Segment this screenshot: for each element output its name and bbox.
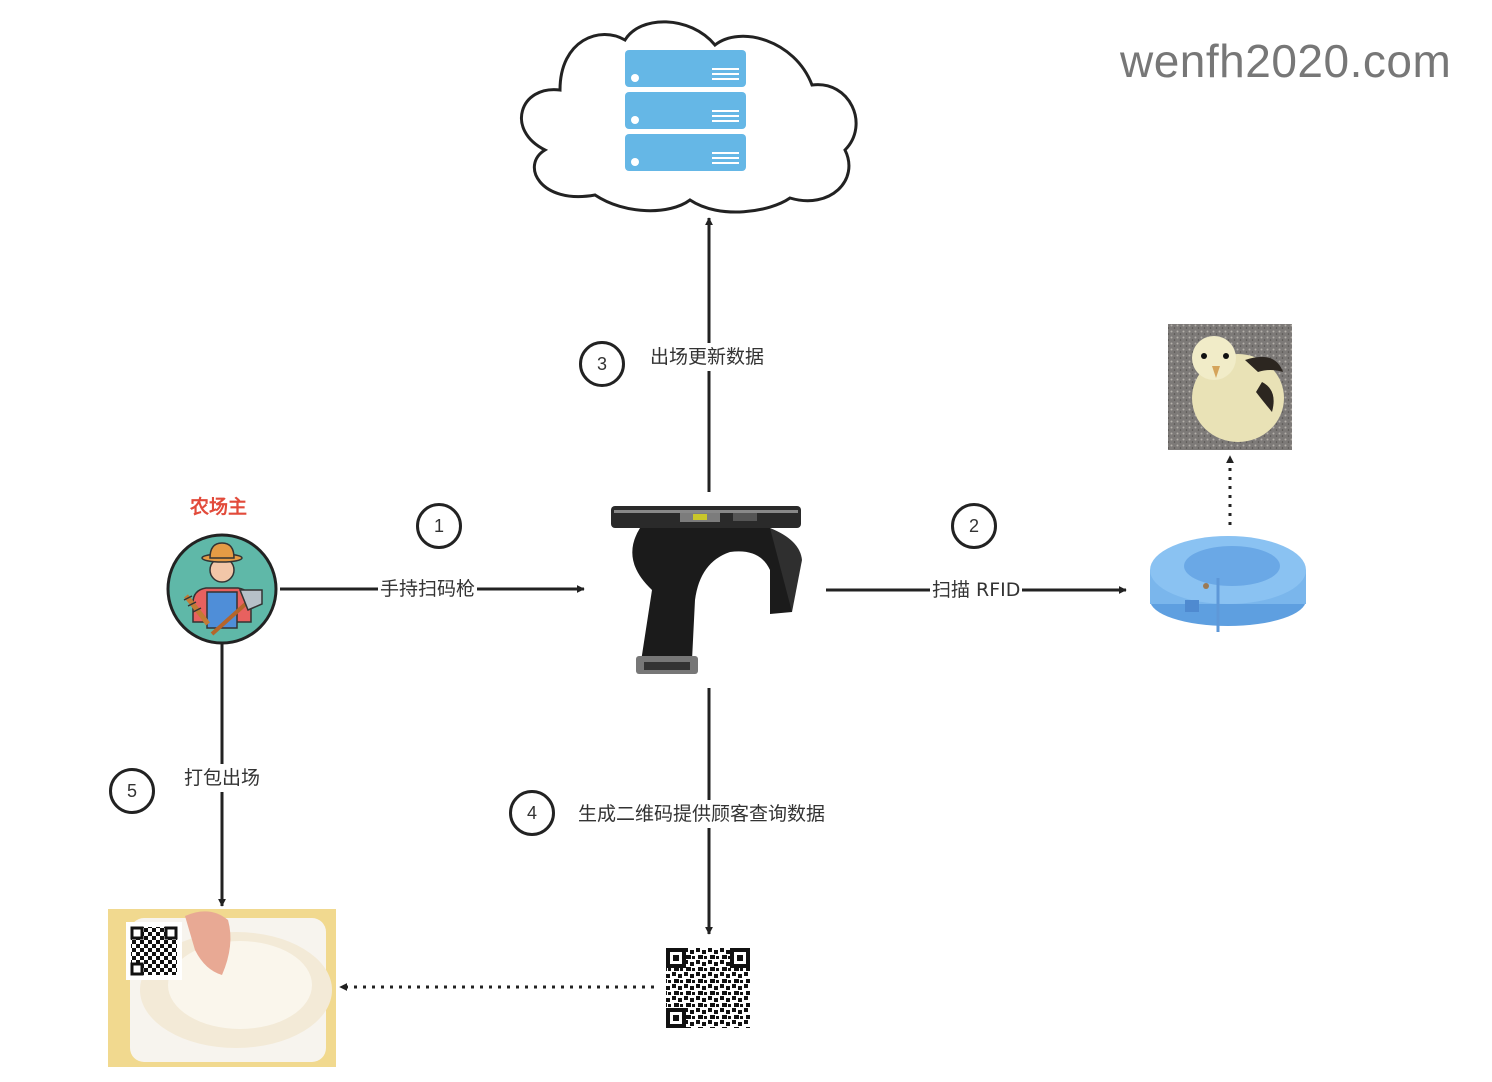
edge-label-step-3: 出场更新数据: [648, 343, 767, 371]
step-badge-3: 3: [579, 341, 625, 387]
qr-code-image: [660, 942, 756, 1034]
edge-label-step-2: 扫描 RFID: [930, 578, 1023, 602]
step-badge-2: 2: [951, 503, 997, 549]
server-icon: [625, 50, 746, 171]
step-badge-5: 5: [109, 768, 155, 814]
rfid-scanner-image: [611, 506, 802, 674]
edge-label-step-4: 生成二维码提供顾客查询数据: [576, 800, 828, 828]
step-badge-1: 1: [416, 503, 462, 549]
edge-label-step-5: 打包出场: [182, 764, 263, 792]
farmer-role-label: 农场主: [190, 496, 248, 518]
cloud-server-node: [519, 20, 858, 214]
chick-photo: [1168, 324, 1292, 450]
step-badge-4: 4: [509, 790, 555, 836]
rfid-ring-image: [1150, 536, 1306, 632]
farmer-icon: [183, 542, 263, 636]
farmer-avatar: [166, 533, 278, 645]
watermark-text: wenfh2020.com: [1120, 35, 1452, 87]
edge-label-step-1: 手持扫码枪: [378, 577, 478, 601]
packaged-chicken-image: [108, 909, 336, 1067]
